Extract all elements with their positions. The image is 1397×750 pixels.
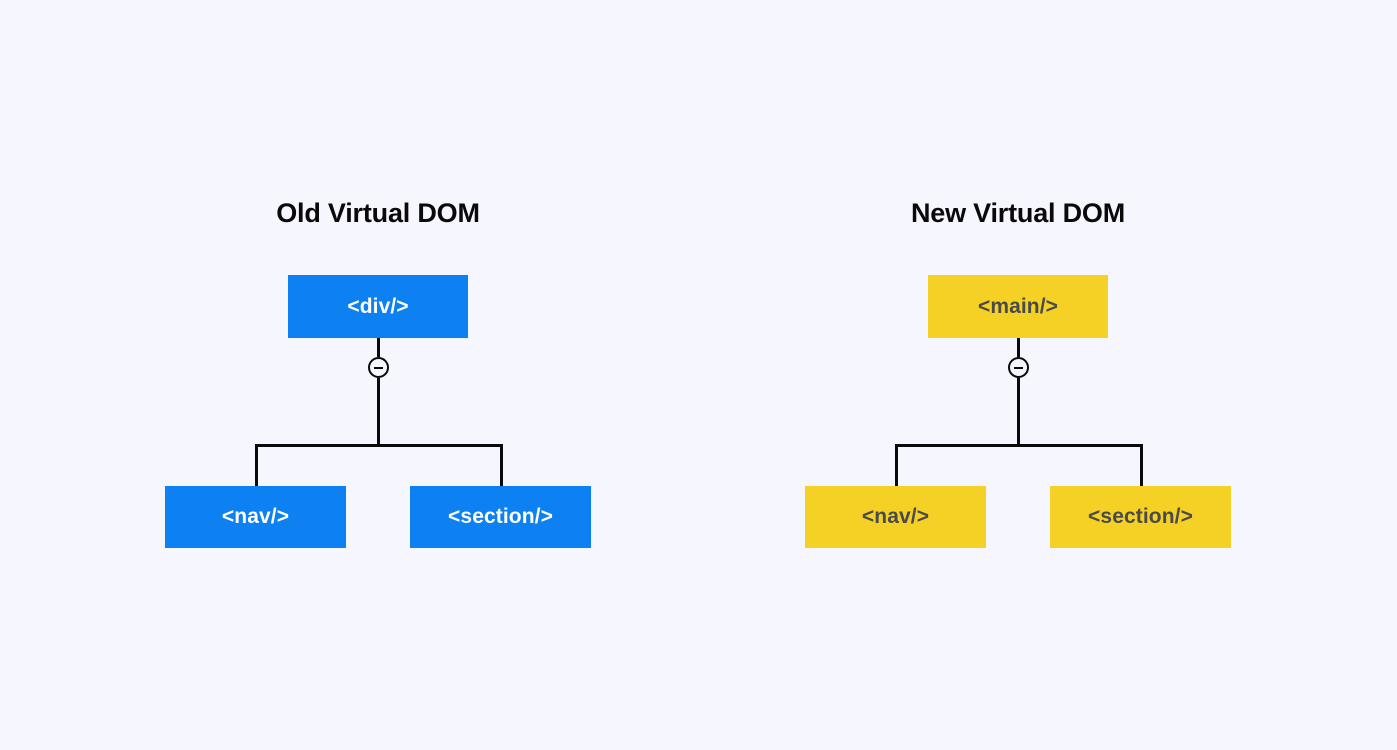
node-root-label: <div/> [347,294,409,318]
edge-root-to-toggle [377,338,380,357]
minus-circle-icon[interactable] [1008,357,1029,378]
node-root-main[interactable]: <main/> [928,275,1108,338]
tree-old-virtual-dom: Old Virtual DOM <div/> <nav/> <section/> [58,0,698,750]
tree-title-old: Old Virtual DOM [276,198,480,228]
node-root-div[interactable]: <div/> [288,275,468,338]
tree-new-virtual-dom: New Virtual DOM <main/> <nav/> <section/… [698,0,1338,750]
node-child-section[interactable]: <section/> [410,486,591,548]
edge-toggle-to-bar [1017,378,1020,446]
node-child-nav[interactable]: <nav/> [165,486,346,548]
minus-glyph [1014,366,1023,369]
node-child-section-label: <section/> [448,505,553,528]
edge-drop-to-section [500,444,503,487]
edge-drop-to-section [1140,444,1143,487]
node-child-nav-label: <nav/> [221,505,290,528]
node-child-nav-label: <nav/> [861,505,930,528]
node-root-label: <main/> [977,294,1059,318]
edge-distribution-bar [255,444,503,447]
node-child-section-label: <section/> [1088,505,1193,528]
minus-glyph [374,366,383,369]
node-child-section[interactable]: <section/> [1050,486,1231,548]
edge-drop-to-nav [895,444,898,487]
edge-drop-to-nav [255,444,258,487]
edge-root-to-toggle [1017,338,1020,357]
node-child-nav[interactable]: <nav/> [805,486,986,548]
tree-title-new: New Virtual DOM [910,198,1126,228]
minus-circle-icon[interactable] [368,357,389,378]
edge-distribution-bar [895,444,1143,447]
edge-toggle-to-bar [377,378,380,446]
